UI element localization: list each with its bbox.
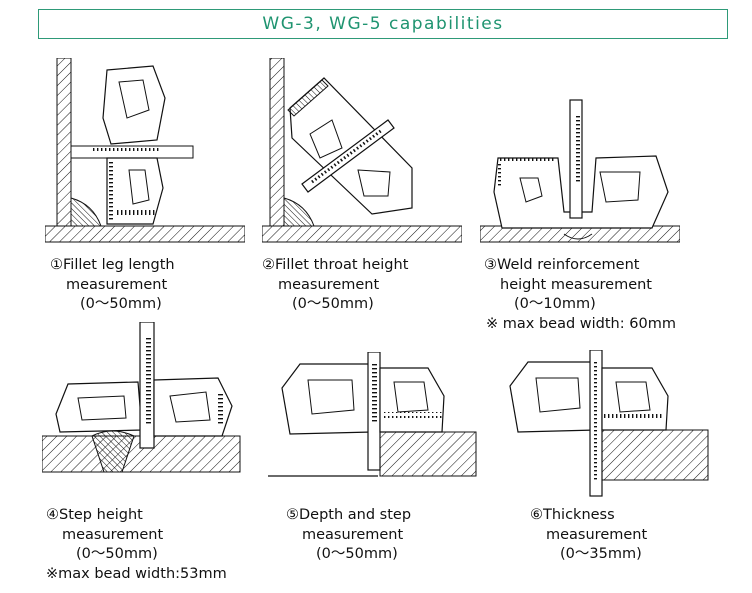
caption-line3: (0〜50mm) — [316, 546, 398, 562]
caption-weld-reinforcement: ③Weld reinforcement height measurement (… — [484, 256, 676, 334]
caption-line1: ⑤Depth and step — [286, 507, 412, 523]
caption-line2: measurement — [546, 526, 648, 543]
caption-line1: ②Fillet throat height — [262, 257, 409, 273]
figure-depth-and-step — [268, 352, 477, 477]
caption-fillet-throat-height: ②Fillet throat height measurement (0〜50m… — [262, 256, 408, 315]
caption-line3: (0〜35mm) — [560, 546, 642, 562]
caption-line3: (0〜50mm) — [80, 296, 162, 312]
caption-line2: measurement — [66, 276, 168, 293]
page-title: WG-3, WG-5 capabilities — [262, 14, 504, 34]
caption-line1: ⑥Thickness — [530, 507, 615, 523]
caption-step-height: ④Step height measurement (0〜50mm) ※max b… — [46, 506, 227, 584]
caption-depth-and-step: ⑤Depth and step measurement (0〜50mm) — [286, 506, 411, 565]
caption-fillet-leg-length: ①Fillet leg length measurement (0〜50mm) — [50, 256, 175, 315]
caption-line3: (0〜50mm) — [76, 546, 158, 562]
caption-line3: (0〜10mm) — [514, 296, 596, 312]
caption-line2: measurement — [278, 276, 380, 293]
figure-fillet-throat-height — [262, 58, 462, 243]
caption-thickness: ⑥Thickness measurement (0〜35mm) — [530, 506, 647, 565]
caption-line2: measurement — [302, 526, 404, 543]
caption-line2: measurement — [62, 526, 164, 543]
figure-weld-reinforcement — [480, 99, 680, 243]
caption-note: ※max bead width:53mm — [46, 565, 227, 582]
caption-line1: ①Fillet leg length — [50, 257, 175, 273]
figure-thickness — [509, 350, 709, 497]
caption-line3: (0〜50mm) — [292, 296, 374, 312]
caption-line1: ③Weld reinforcement — [484, 257, 640, 273]
figure-fillet-leg-length — [45, 58, 245, 243]
caption-line1: ④Step height — [46, 507, 143, 523]
caption-note: ※ max bead width: 60mm — [486, 315, 676, 332]
caption-line2: height measurement — [500, 276, 652, 293]
figure-step-height — [42, 322, 241, 473]
title-banner: WG-3, WG-5 capabilities — [38, 9, 728, 39]
